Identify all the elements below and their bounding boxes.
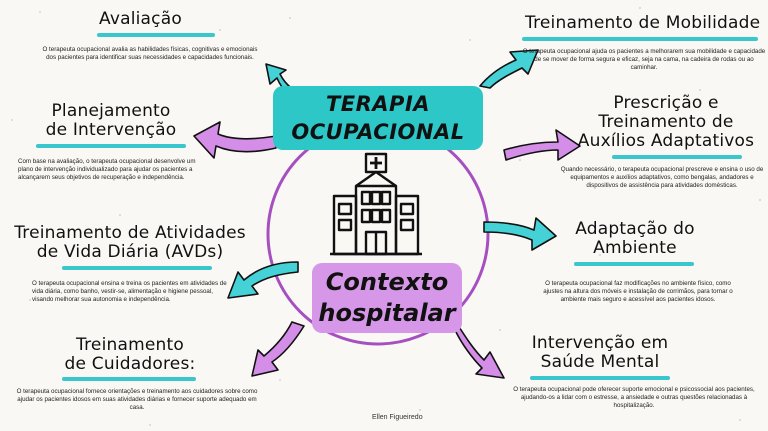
mobilidade-underline [522,37,758,41]
author-credit: Ellen Figueiredo [372,414,423,421]
adaptacao-title: Adaptação do Ambiente [560,220,710,258]
avds-desc: O terapeuta ocupacional ensina e treina … [32,280,227,304]
saude-mental-title-line1: Intervenção em [531,333,669,353]
prescricao-desc: Quando necessário, o terapeuta ocupacion… [560,166,764,190]
avaliacao-title: Avaliação [99,9,182,29]
arrow-to-planejamento [193,121,277,159]
banner-contexto-hospitalar: Contexto hospitalar [312,263,462,333]
cuidadores-underline [62,377,196,381]
cuidadores-title: Treinamento de Cuidadores: [54,336,206,374]
avds-title-line1: Treinamento de Atividades [14,223,246,243]
avds-title: Treinamento de Atividades de Vida Diária… [4,224,256,262]
arrow-to-mobilidade [479,49,539,89]
adaptacao-title-line2: Ambiente [593,238,677,258]
planejamento-underline [36,144,186,148]
banner-terapia-ocupacional: TERAPIA OCUPACIONAL [273,86,483,150]
saude-mental-desc: O terapeuta ocupacional pode oferecer su… [513,386,755,410]
saude-mental-title-line2: Saúde Mental [540,352,660,372]
arrow-to-cuidadores [251,321,305,377]
prescricao-title-line2: Treinamento de [598,112,734,132]
banner-top-line1: TERAPIA [325,92,431,116]
mobilidade-desc: O terapeuta ocupacional ajuda os pacient… [522,48,766,72]
cuidadores-desc: O terapeuta ocupacional fornece orientaç… [16,388,258,412]
adaptacao-underline [574,262,694,266]
cuidadores-title-line2: de Cuidadores: [64,354,196,374]
avaliacao-desc: O terapeuta ocupacional avalia as habili… [42,46,258,62]
planejamento-title: Planejamento de Intervenção [28,102,194,140]
cuidadores-title-line1: Treinamento [76,335,184,355]
adaptacao-title-line1: Adaptação do [575,219,695,239]
avds-title-line2: de Vida Diária (AVDs) [36,242,224,262]
banner-bottom-line1: Contexto [325,268,449,296]
saude-mental-underline [530,376,670,380]
arrow-to-prescricao [503,129,581,161]
planejamento-title-line2: de Intervenção [45,120,177,140]
adaptacao-desc: O terapeuta ocupacional faz modificações… [543,280,733,304]
prescricao-title-line1: Prescrição e [613,93,719,113]
medical-cross-icon [370,157,382,169]
banner-bottom-line2: hospitalar [318,299,456,327]
avaliacao-underline [97,33,215,37]
hospital-building-icon [330,152,422,256]
saude-mental-title: Intervenção em Saúde Mental [520,334,680,372]
arrow-to-adaptacao [483,217,557,251]
avds-underline [62,266,212,270]
prescricao-title-line3: Auxílios Adaptativos [577,131,755,151]
planejamento-title-line1: Planejamento [51,101,171,121]
prescricao-title: Prescrição e Treinamento de Auxílios Ada… [568,94,764,151]
arrow-to-saude-mental [455,321,505,379]
mobilidade-title: Treinamento de Mobilidade [525,13,761,33]
banner-top-line2: OCUPACIONAL [291,120,465,144]
arrow-to-avds [227,261,299,299]
prescricao-underline [612,155,742,159]
planejamento-desc: Com base na avaliação, o terapeuta ocupa… [18,158,196,182]
